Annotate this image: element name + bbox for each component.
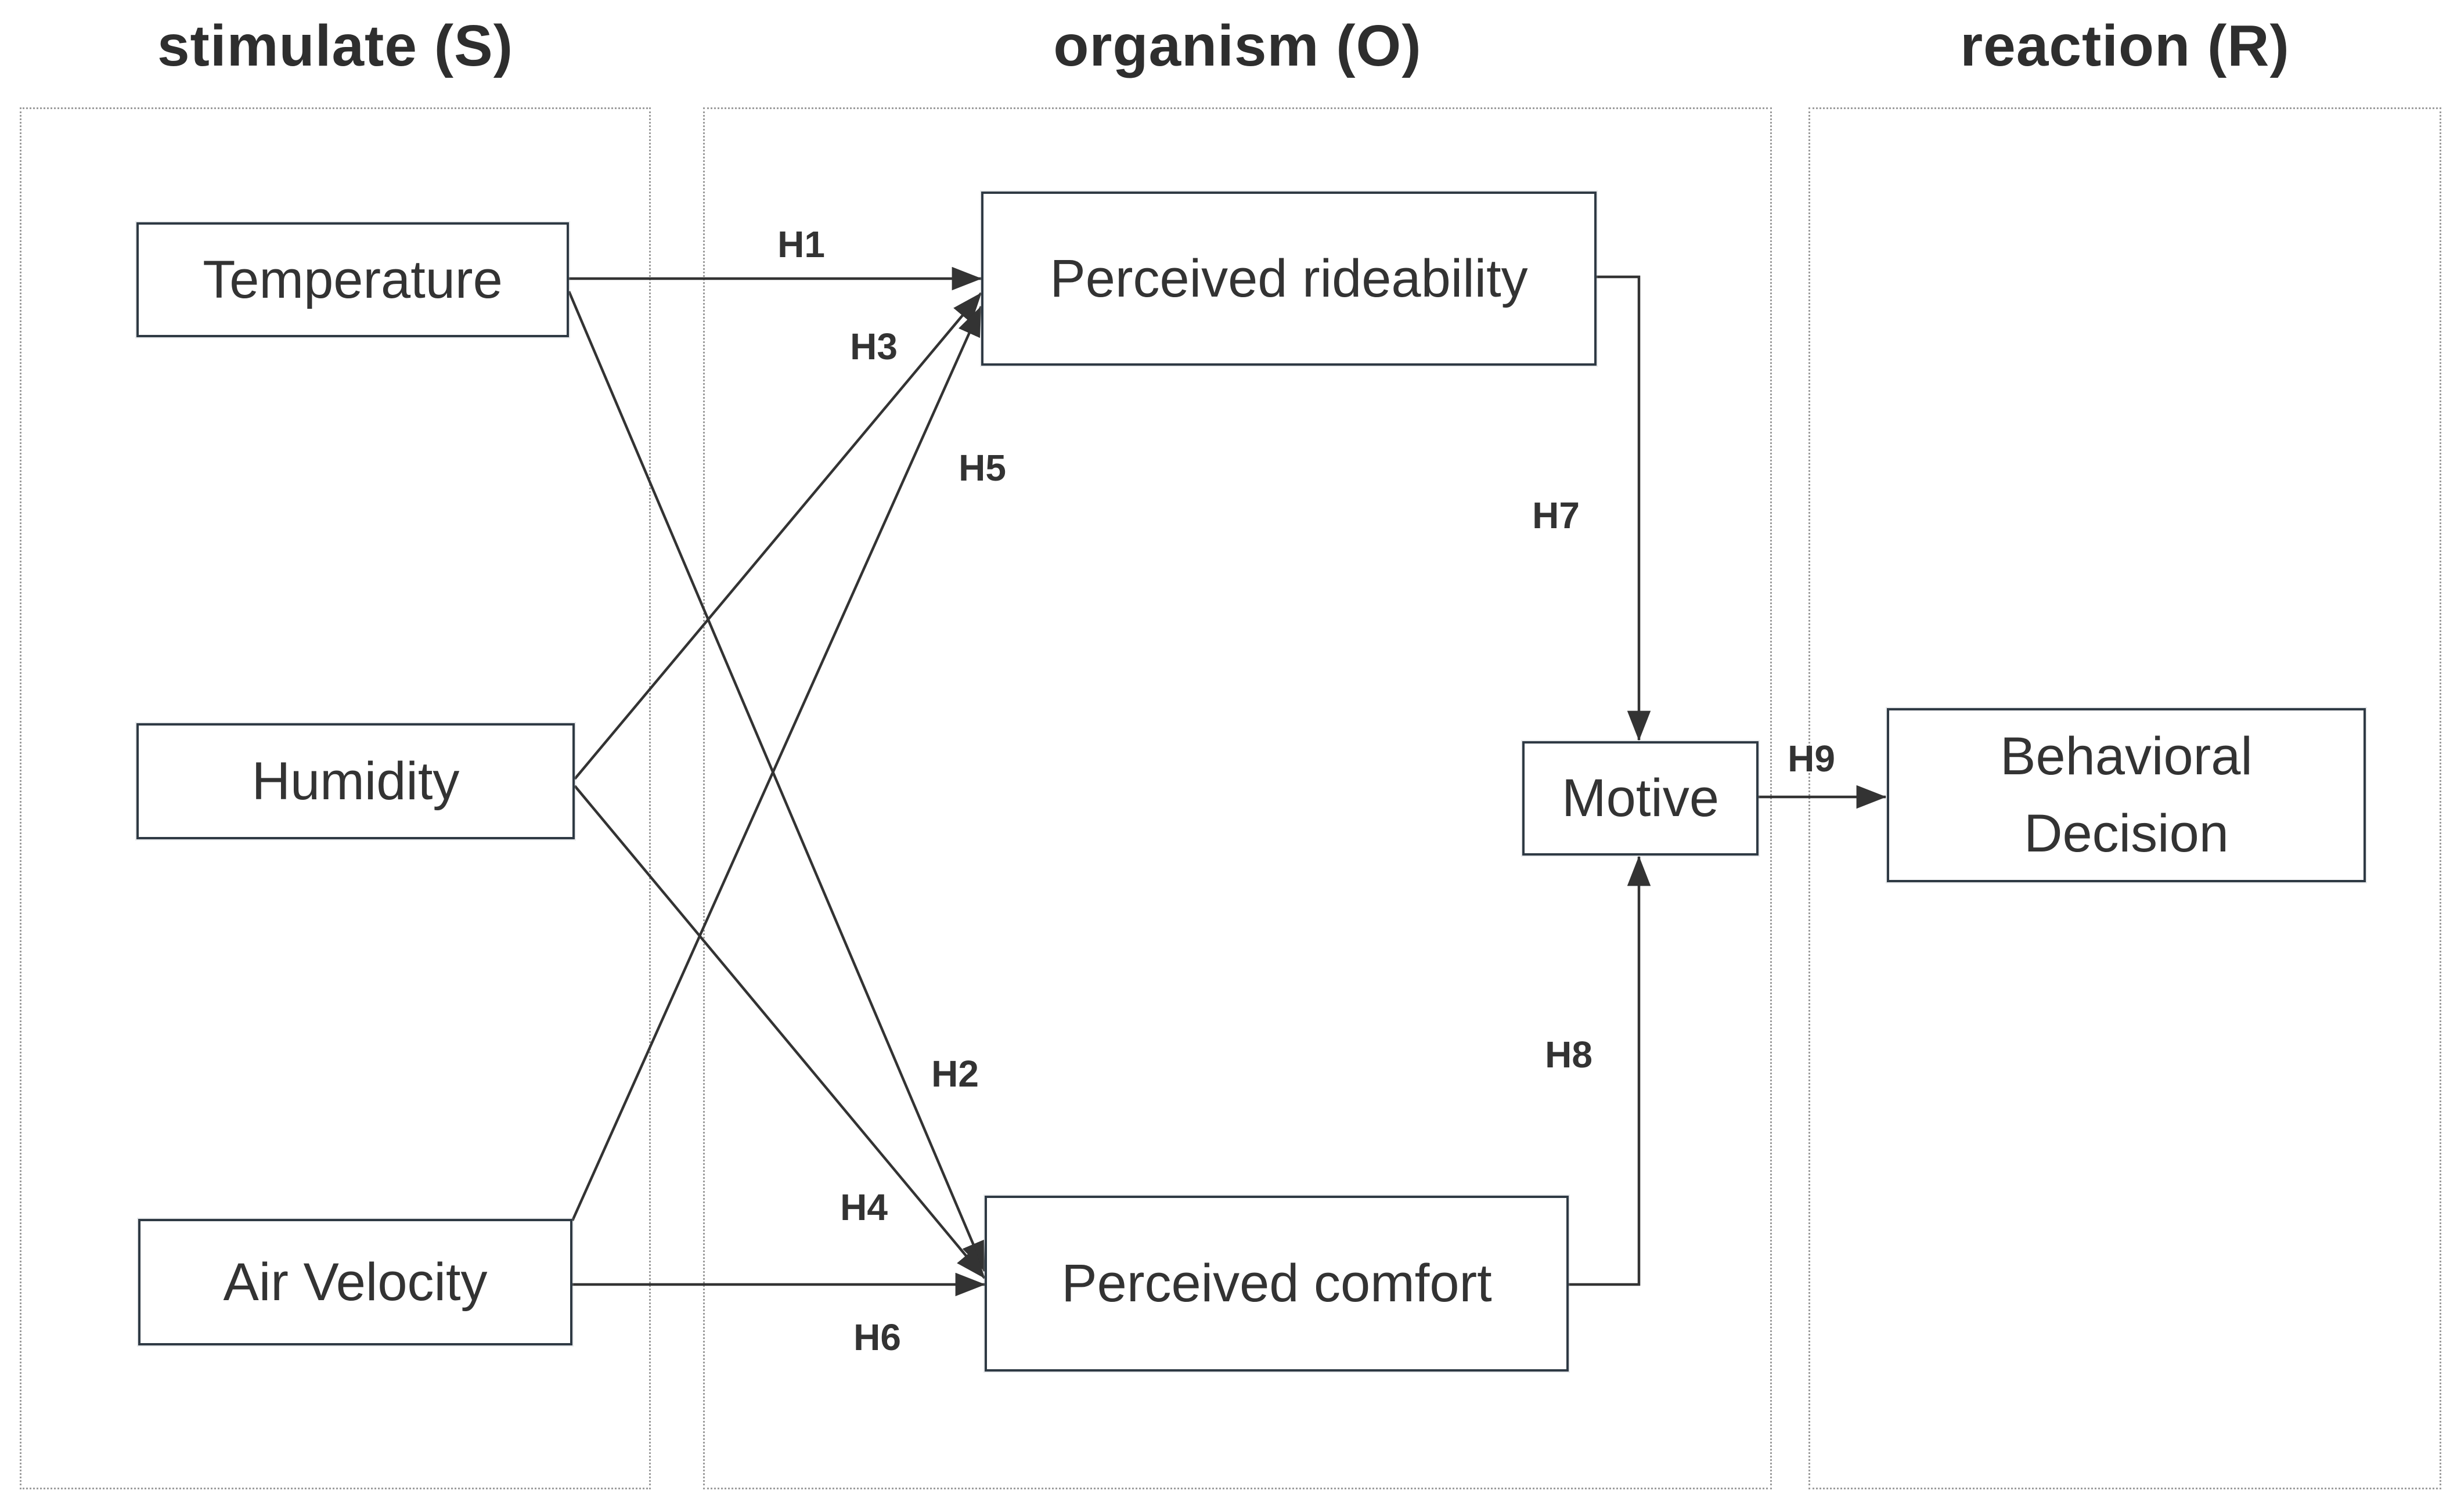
arrow-h8	[1569, 856, 1651, 1286]
node-humidity: Humidity	[136, 723, 575, 839]
column-header-stimulate: stimulate (S)	[157, 13, 514, 78]
node-perceived-rideability-label: Perceived rideability	[1050, 248, 1528, 308]
edge-label-h6: H6	[853, 1316, 901, 1358]
edge-label-h9: H9	[1788, 738, 1835, 780]
node-air-velocity-label: Air Velocity	[223, 1252, 488, 1312]
arrow-h7	[1597, 275, 1651, 741]
edge-label-h7: H7	[1532, 495, 1580, 536]
edge-label-h4: H4	[840, 1186, 888, 1228]
column-header-reaction: reaction (R)	[1960, 13, 2290, 78]
arrow-h4	[574, 785, 986, 1279]
arrow-h2	[567, 291, 986, 1272]
node-behavioral-decision-label: Behavioral Decision	[2000, 727, 2253, 863]
node-perceived-comfort-label: Perceived comfort	[1061, 1254, 1492, 1313]
edge-label-h3: H3	[850, 326, 898, 367]
node-motive: Motive	[1522, 741, 1759, 856]
arrow-h5	[571, 305, 983, 1221]
edge-label-h1: H1	[777, 223, 825, 265]
panel-stimulate	[20, 107, 651, 1489]
edge-label-h5: H5	[959, 447, 1006, 489]
node-behavioral-decision: Behavioral Decision	[1887, 708, 2366, 882]
node-motive-label: Motive	[1562, 768, 1719, 828]
node-temperature-label: Temperature	[203, 250, 503, 309]
node-perceived-comfort: Perceived comfort	[985, 1196, 1569, 1372]
node-temperature: Temperature	[136, 222, 569, 337]
panel-organism	[703, 107, 1772, 1489]
panel-reaction	[1808, 107, 2441, 1489]
column-header-organism: organism (O)	[1053, 13, 1422, 78]
node-humidity-label: Humidity	[251, 751, 460, 811]
node-perceived-rideability: Perceived rideability	[981, 192, 1597, 366]
edge-label-h8: H8	[1545, 1034, 1593, 1076]
node-air-velocity: Air Velocity	[138, 1219, 572, 1345]
arrow-h3	[574, 292, 982, 780]
edge-label-h2: H2	[931, 1053, 979, 1095]
